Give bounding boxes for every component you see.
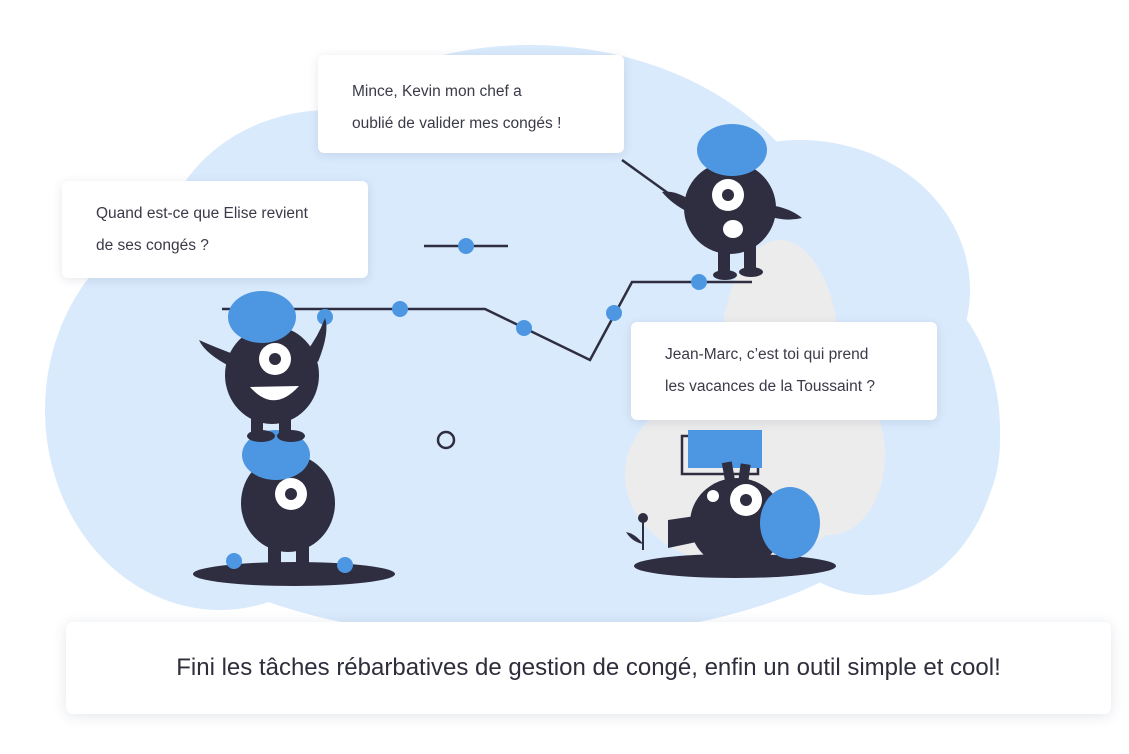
bubble-line: de ses congés ? — [96, 237, 209, 254]
monster-top-right — [662, 124, 802, 280]
timeline-dot — [691, 274, 707, 290]
timeline-dot — [606, 305, 622, 321]
bubble-line: Jean-Marc, c’est toi qui prend — [665, 346, 869, 363]
hollow-circle — [436, 430, 456, 450]
bubble-line: Quand est-ce que Elise revient — [96, 205, 308, 222]
floor-dot — [226, 553, 242, 569]
pointer-stick — [621, 158, 673, 198]
floor-dot — [337, 557, 353, 573]
bubble-line: Mince, Kevin mon chef a — [352, 83, 522, 100]
speech-bubble-kevin: Mince, Kevin mon chef a oublié de valide… — [318, 55, 624, 153]
bubble-line: oublié de valider mes congés ! — [352, 115, 562, 132]
caption-card: Fini les tâches rébarbatives de gestion … — [66, 622, 1111, 714]
monster-bottom-right — [626, 430, 820, 568]
monster-top-left — [199, 291, 327, 442]
monster-bottom-left — [241, 430, 335, 577]
timeline-dot — [317, 309, 333, 325]
timeline-dot — [458, 238, 474, 254]
speech-bubble-elise: Quand est-ce que Elise revient de ses co… — [62, 181, 368, 278]
caption-text: Fini les tâches rébarbatives de gestion … — [176, 654, 1001, 681]
bubble-line: les vacances de la Toussaint ? — [665, 378, 875, 395]
speech-bubble-jean-marc: Jean-Marc, c’est toi qui prend les vacan… — [631, 322, 937, 420]
timeline-dot — [392, 301, 408, 317]
timeline-dot — [516, 320, 532, 336]
